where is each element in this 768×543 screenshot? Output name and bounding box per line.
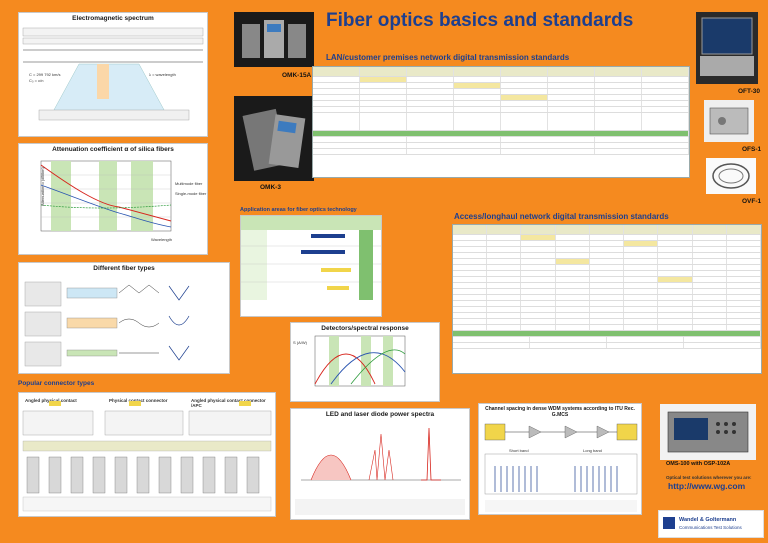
attenuation-chart: Attenuation α (dB/km) Wavelength Multimo… xyxy=(40,160,207,242)
attenuation-panel: Attenuation coefficient α of silica fibe… xyxy=(18,143,208,255)
led-laser-caption-placeholder xyxy=(295,499,465,515)
attenuation-title-main: Attenuation coefficient xyxy=(52,146,123,153)
connector-group-physical: Physical contact connector xyxy=(109,398,168,403)
fiber-types-title: Different fiber types xyxy=(93,265,155,272)
brand-logo: Wandel & Goltermann Communications Test … xyxy=(658,510,764,538)
oms-label: OMS-100 with OSP-102A xyxy=(666,461,731,467)
logo-mark xyxy=(663,517,675,529)
ovf-device-image xyxy=(712,163,750,189)
oms-device-image xyxy=(667,411,749,453)
connector-group-angled: Angled physical contact xyxy=(25,398,77,403)
detectors-y-label: S (A/W) xyxy=(293,340,308,345)
em-spectrum-diagram: C = 299 792 km/s C₀ = c/n λ = wavelength xyxy=(22,27,204,121)
svg-text:C = 299 792 km/s: C = 299 792 km/s xyxy=(29,72,60,77)
ofs-device-image xyxy=(709,107,749,135)
svg-text:C₀ = c/n: C₀ = c/n xyxy=(29,78,43,83)
atten-y-label: Attenuation α (dB/km) xyxy=(40,167,45,206)
access-title: Access/longhaul network digital transmis… xyxy=(454,212,669,221)
application-panel xyxy=(240,215,382,317)
attenuation-title-suffix: of silica fibers xyxy=(130,146,174,153)
alpha-symbol: α xyxy=(124,146,129,153)
led-laser-chart xyxy=(301,427,461,481)
led-laser-title: LED and laser diode power spectra xyxy=(325,411,435,418)
company-name: Wandel & Goltermann xyxy=(679,517,737,523)
channel-diagram: Short band Long band xyxy=(484,423,638,512)
detectors-chart: S (A/W) xyxy=(293,335,406,387)
brand-tagline: Optical test solutions wherever you are: xyxy=(666,475,752,480)
oft-device-image xyxy=(700,17,754,76)
legend-singlemode: Single-mode fiber xyxy=(175,191,207,196)
application-chart xyxy=(241,216,381,300)
band-long-label: Long band xyxy=(583,448,602,453)
company-division: Communications Test Solutions xyxy=(679,525,742,530)
em-spectrum-panel: Electromagnetic spectrum C = 299 792 km/… xyxy=(18,12,208,137)
detectors-panel: Detectors/spectral response S (A/W) xyxy=(290,322,440,402)
oft-photo xyxy=(696,12,758,84)
connectors-panel: Angled physical contact Physical contact… xyxy=(18,392,276,517)
detectors-title: Detectors/spectral response xyxy=(321,325,409,332)
omk3-photo xyxy=(234,96,314,181)
connectors-title: Popular connector types xyxy=(18,380,95,387)
attenuation-title: Attenuation coefficient α of silica fibe… xyxy=(19,144,207,155)
channel-title: Channel spacing in dense WDM systems acc… xyxy=(485,406,635,418)
atten-x-label: Wavelength xyxy=(151,237,172,242)
fiber-types-panel: Different fiber types xyxy=(18,262,230,374)
application-title: Application areas for fiber optics techn… xyxy=(240,207,357,213)
em-spectrum-title: Electromagnetic spectrum xyxy=(72,15,154,22)
brand-url[interactable]: http://www.wg.com xyxy=(668,481,746,491)
fiber-types-diagram xyxy=(24,281,190,367)
omk3-label: OMK-3 xyxy=(260,184,281,191)
ovf-photo xyxy=(706,158,756,194)
svg-text:λ = wavelength: λ = wavelength xyxy=(149,72,176,77)
ofs-photo xyxy=(704,100,754,142)
oms-photo xyxy=(660,404,756,460)
omk-photo xyxy=(234,12,314,67)
omk-label: OMK-15A xyxy=(282,72,312,79)
connector-group-apc: Angled physical contact connector /APC xyxy=(191,398,266,408)
channel-panel: Channel spacing in dense WDM systems acc… xyxy=(478,403,642,515)
connector-drawings xyxy=(22,401,272,512)
lan-title: LAN/customer premises network digital tr… xyxy=(326,53,570,62)
band-short-label: Short band xyxy=(509,448,529,453)
ovf-label: OVF-1 xyxy=(742,198,762,205)
legend-multimode: Multimode fiber xyxy=(175,181,203,186)
page-title: Fiber optics basics and standards xyxy=(326,10,634,31)
oft-label: OFT-30 xyxy=(738,88,761,95)
lan-standards-table xyxy=(312,66,690,178)
led-laser-panel: LED and laser diode power spectra xyxy=(290,408,470,520)
omk3-device-image xyxy=(242,108,306,171)
ofs-label: OFS-1 xyxy=(742,146,762,153)
access-standards-table xyxy=(452,224,762,374)
omk-device-image xyxy=(242,20,306,58)
